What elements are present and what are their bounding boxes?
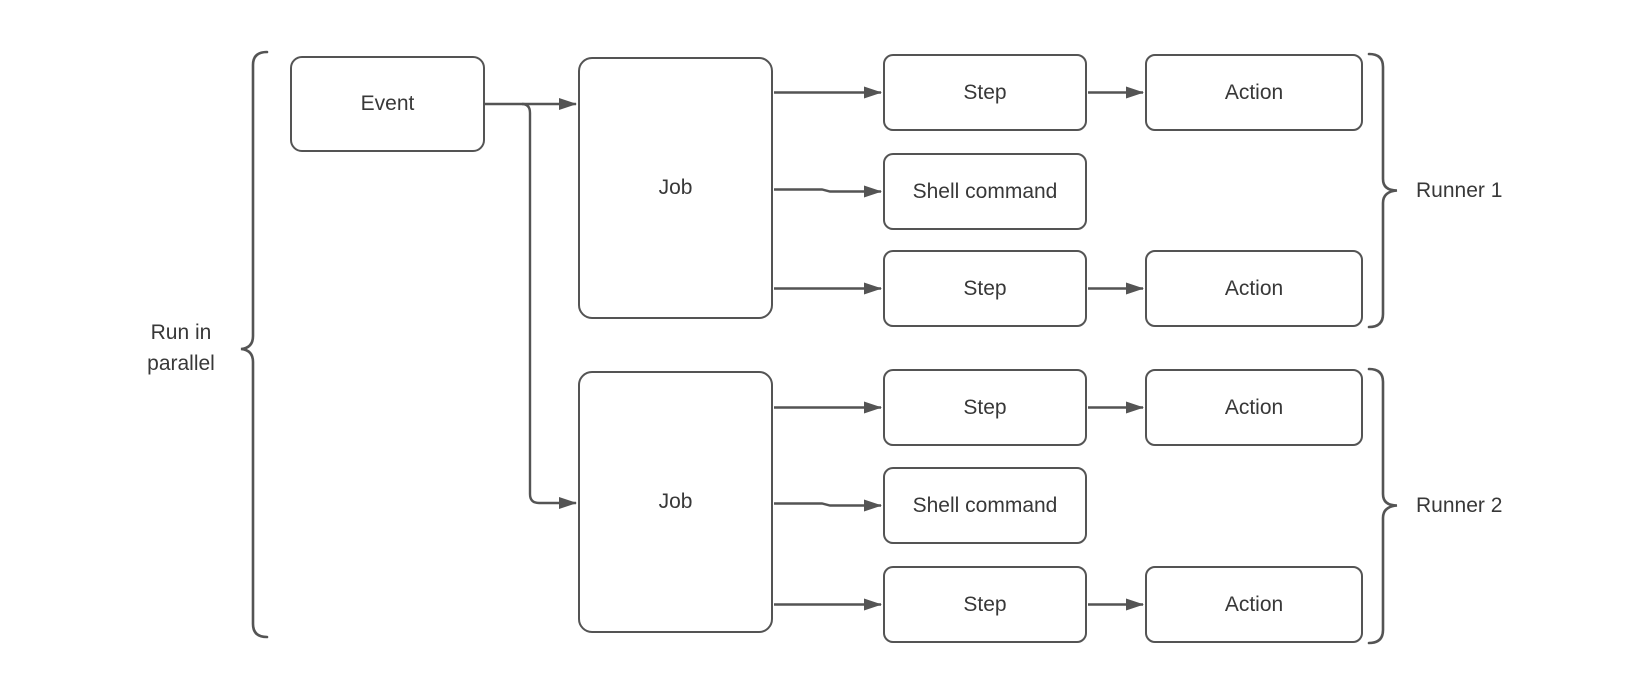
action-3-node: Action [1145, 369, 1363, 446]
action-1-node: Action [1145, 54, 1363, 131]
runner-2-brace [1367, 367, 1398, 645]
shell-command-1-node: Shell command [883, 153, 1087, 230]
job-1-node: Job [578, 57, 773, 319]
action-2-node: Action [1145, 250, 1363, 327]
edge-job2-to-shell2 [774, 499, 882, 512]
step-2-node: Step [883, 250, 1087, 327]
runner-1-label: Runner 1 [1416, 179, 1503, 202]
step-4-node: Step [883, 566, 1087, 643]
runner-2-label: Runner 2 [1416, 494, 1503, 517]
step-3-node: Step [883, 369, 1087, 446]
run-in-parallel-brace [240, 50, 269, 639]
edge-event-to-job2 [521, 102, 577, 509]
event-node: Event [290, 56, 485, 152]
run-in-parallel-label: Run in parallel [147, 321, 215, 375]
edge-job1-to-shell1 [774, 185, 882, 198]
shell-command-2-node: Shell command [883, 467, 1087, 544]
job-2-node: Job [578, 371, 773, 633]
step-1-node: Step [883, 54, 1087, 131]
runner-1-brace [1367, 52, 1398, 329]
action-4-node: Action [1145, 566, 1363, 643]
